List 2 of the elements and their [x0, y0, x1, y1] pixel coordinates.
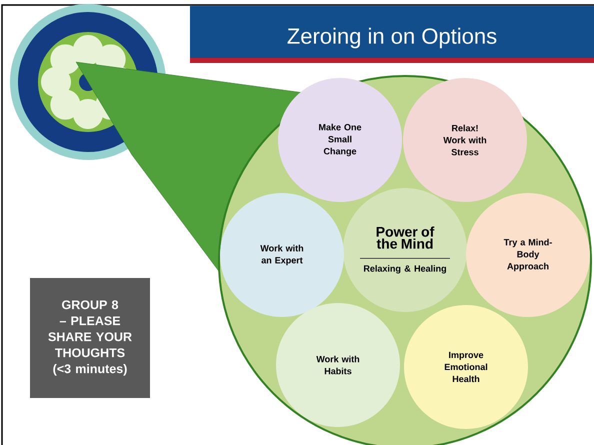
slide-title: Zeroing in on Options	[288, 28, 496, 48]
prompt-box: GROUP 8 – PLEASE SHARE YOUR THOUGHTS (<3 minutes)	[30, 278, 150, 398]
